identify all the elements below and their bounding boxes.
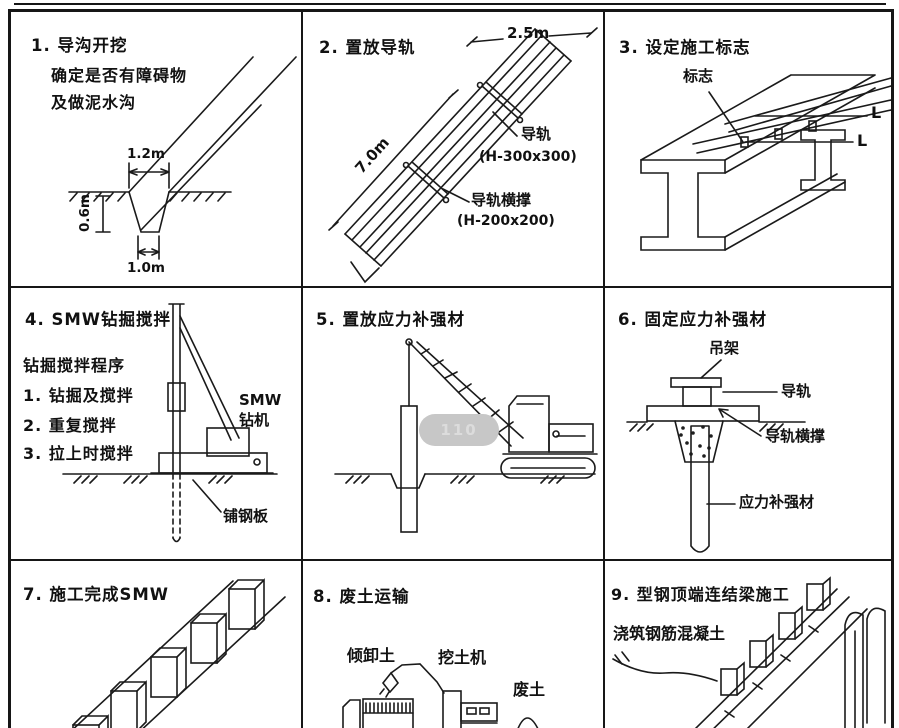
spacing-label-1: L <box>871 103 882 122</box>
panel-4-title: 4. SMW钻掘搅拌 <box>25 310 171 329</box>
panel-1-trench-excavation: 1. 导沟开挖 确定是否有障碍物 及做泥水沟 1.2m 0.6m 1.0m <box>11 12 303 288</box>
guide-rail-drawing <box>328 27 598 284</box>
hanger-label: 吊架 <box>709 339 740 357</box>
brace-label: 导轨横撑 <box>471 191 532 209</box>
procedure-step-2: 2. 重复搅拌 <box>23 416 117 435</box>
procedure-step-3: 3. 拉上时搅拌 <box>23 444 134 463</box>
capping-beam-drawing <box>612 576 886 728</box>
steel-plate-label: 铺钢板 <box>223 507 269 525</box>
panel-6-fix-reinforcement: 6. 固定应力补强材 吊架 导轨 导轨横撑 应力补强材 <box>605 288 891 561</box>
panel-7-completed-smw: 7. 施工完成SMW <box>11 561 303 728</box>
panel-8-title: 8. 废土运输 <box>313 587 410 606</box>
dim-rail-width: 2.5m <box>507 24 550 42</box>
trench-drawing <box>68 56 297 260</box>
drill-rig-drawing <box>62 303 278 543</box>
procedure-title: 钻掘搅拌程序 <box>23 356 126 375</box>
dim-bottom-width: 1.0m <box>127 260 165 276</box>
reinforcement-label: 应力补强材 <box>739 493 815 511</box>
dim-depth: 0.6m <box>77 194 93 232</box>
panel-3-title: 3. 设定施工标志 <box>619 38 751 57</box>
panel-1-note-2: 及做泥水沟 <box>51 93 137 112</box>
watermark-badge: 110 <box>419 414 499 446</box>
dim-top-width: 1.2m <box>127 146 165 162</box>
top-rule-line <box>14 3 886 5</box>
waste-soil-label: 废土 <box>513 680 546 699</box>
panel-5-place-reinforcement: 5. 置放应力补强材 110 <box>303 288 605 561</box>
panel-9-title: 9. 型钢顶端连结梁施工 <box>611 585 790 604</box>
panel-1-title: 1. 导沟开挖 <box>31 36 128 55</box>
spacing-label-2: L <box>857 131 868 150</box>
brace-label-6: 导轨横撑 <box>765 427 826 445</box>
panel-6-title: 6. 固定应力补强材 <box>618 310 767 329</box>
machine-label-line1: SMW <box>239 391 282 409</box>
rail-label: 导轨 <box>521 125 552 143</box>
rail-spec-label: (H-300x300) <box>479 149 577 165</box>
mark-label: 标志 <box>683 67 714 85</box>
crane-drawing <box>334 338 598 533</box>
brace-spec-label: (H-200x200) <box>457 213 555 229</box>
panel-3-construction-marks: 3. 设定施工标志 标志 L L <box>605 12 891 288</box>
excavator-label: 挖土机 <box>438 648 487 667</box>
panel-7-title: 7. 施工完成SMW <box>23 585 169 604</box>
procedure-step-1: 1. 钻掘及搅拌 <box>23 386 134 405</box>
machine-label-line2: 钻机 <box>239 411 270 429</box>
rail-label-6: 导轨 <box>781 382 812 400</box>
concrete-label: 浇筑钢筋混凝土 <box>613 624 726 643</box>
panel-8-waste-transport: 8. 废土运输 倾卸土 挖土机 废土 <box>303 561 605 728</box>
panel-2-guide-rails: 2. 置放导轨 2.5m 7.0m 导轨 (H-300x300) 导轨横撑 (H… <box>303 12 605 288</box>
transport-drawing <box>342 663 539 728</box>
panel-4-smw-drilling-mixing: 4. SMW钻掘搅拌 钻掘搅拌程序 1. 钻掘及搅拌 2. 重复搅拌 3. 拉上… <box>11 288 303 561</box>
marks-drawing <box>640 74 891 251</box>
panel-grid: 1. 导沟开挖 确定是否有障碍物 及做泥水沟 1.2m 0.6m 1.0m <box>11 12 891 728</box>
panel-1-note-1: 确定是否有障碍物 <box>51 66 188 85</box>
diagram-frame: 1. 导沟开挖 确定是否有障碍物 及做泥水沟 1.2m 0.6m 1.0m <box>8 9 894 728</box>
panel-5-title: 5. 置放应力补强材 <box>316 310 465 329</box>
completed-wall-drawing <box>72 578 286 728</box>
fixing-drawing <box>626 359 806 553</box>
dump-truck-label: 倾卸土 <box>347 646 396 665</box>
panel-9-capping-beam: 9. 型钢顶端连结梁施工 浇筑钢筋混凝土 <box>605 561 891 728</box>
panel-2-title: 2. 置放导轨 <box>319 38 416 57</box>
